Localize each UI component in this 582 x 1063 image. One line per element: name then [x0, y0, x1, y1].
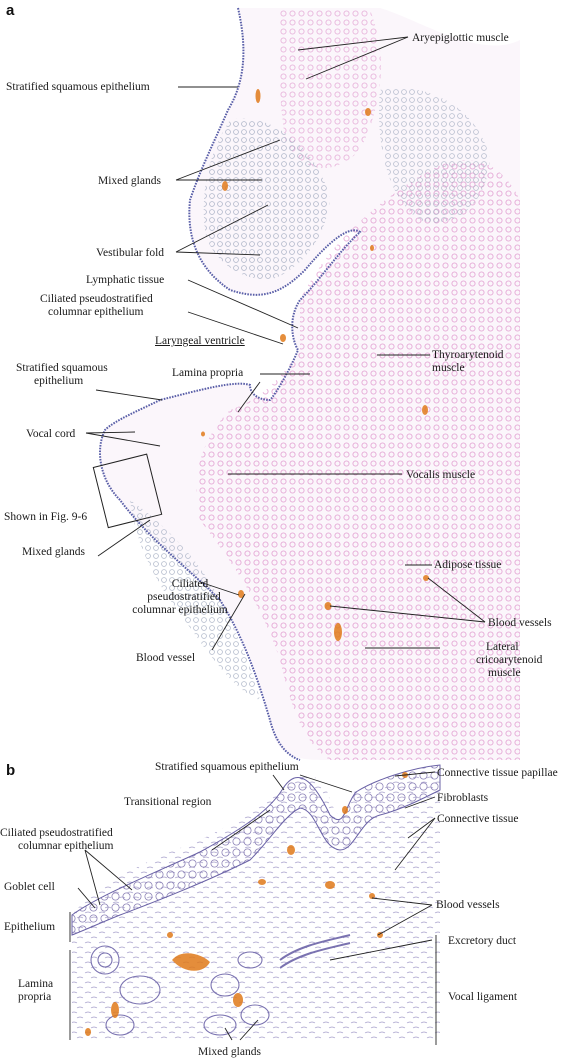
label-mixed-glands-b: Mixed glands: [198, 1046, 261, 1058]
label-blood-vessels-b: Blood vessels: [436, 899, 500, 911]
label-lateral-line3: muscle: [488, 667, 521, 679]
leader-lines-b: [69, 771, 437, 1045]
label-lamina-b-line2: propria: [18, 991, 52, 1003]
leader-lines-a: [85, 36, 486, 651]
label-mixed-glands-top: Mixed glands: [98, 175, 161, 187]
label-ciliated-b-line2: columnar epithelium: [18, 840, 114, 852]
label-lateral-line2: cricoarytenoid: [476, 654, 543, 666]
label-ciliated-2-line3: columnar epithelium: [132, 604, 228, 616]
label-ciliated-2-line1: Ciliated: [171, 578, 209, 590]
label-lamina-propria-a: Lamina propria: [172, 367, 244, 379]
glands-region-low: [130, 500, 260, 700]
label-fibroblasts: Fibroblasts: [437, 792, 489, 804]
label-stratified-b: Stratified squamous epithelium: [155, 761, 299, 773]
glands-region-right: [379, 88, 490, 223]
label-shown-in-fig: Shown in Fig. 9-6: [4, 511, 88, 523]
label-thyroarytenoid-line1: Thyroarytenoid: [432, 349, 504, 361]
thyroarytenoid-region: [196, 160, 520, 760]
label-aryepiglottic-muscle: Aryepiglottic muscle: [412, 32, 509, 44]
blood-vessels-a: [201, 89, 429, 641]
label-ciliated-1-line1: Ciliated pseudostratified: [40, 293, 153, 305]
label-lateral-line1: Lateral: [486, 641, 519, 653]
label-thyroarytenoid-line2: muscle: [432, 362, 465, 374]
panel-a-tissue: [92, 7, 520, 761]
epithelium-line: [99, 7, 362, 761]
label-blood-vessel-a: Blood vessel: [136, 652, 196, 664]
label-ciliated-b-line1: Ciliated pseudostratified: [0, 827, 113, 839]
epithelium-band-b: [71, 764, 441, 936]
label-transitional-region: Transitional region: [124, 796, 212, 808]
label-excretory-duct: Excretory duct: [448, 935, 517, 947]
label-laryngeal-ventricle: Laryngeal ventricle: [155, 335, 245, 347]
shown-in-box: [92, 453, 163, 529]
label-vocal-cord: Vocal cord: [26, 428, 76, 440]
label-connective-papillae: Connective tissue papillae: [437, 767, 558, 779]
label-vocalis-muscle: Vocalis muscle: [406, 469, 476, 481]
label-ciliated-1-line2: columnar epithelium: [48, 306, 144, 318]
label-vocal-ligament: Vocal ligament: [448, 991, 518, 1003]
label-blood-vessels-a: Blood vessels: [488, 617, 552, 629]
glands-b: [90, 934, 351, 1036]
blood-vessels-b: [85, 772, 408, 1036]
label-stratified-mid-line2: epithelium: [34, 375, 84, 387]
label-stratified-mid-line1: Stratified squamous: [16, 362, 108, 374]
label-mixed-glands-low: Mixed glands: [22, 546, 85, 558]
label-ciliated-2-line2: pseudostratified: [147, 591, 221, 603]
label-epithelium: Epithelium: [4, 921, 56, 933]
label-adipose-tissue: Adipose tissue: [434, 559, 502, 571]
panel-letter-a: a: [6, 2, 15, 19]
mixed-glands-region-top: [203, 118, 330, 280]
label-lamina-b-line1: Lamina: [18, 978, 54, 990]
label-connective-tissue: Connective tissue: [437, 813, 519, 825]
panel-b-tissue: [71, 764, 441, 1040]
panel-letter-b: b: [6, 762, 16, 779]
label-stratified-squamous-top: Stratified squamous epithelium: [6, 81, 150, 93]
label-goblet-cell: Goblet cell: [4, 881, 55, 893]
label-vestibular-fold: Vestibular fold: [96, 247, 165, 259]
label-lymphatic-tissue: Lymphatic tissue: [86, 274, 165, 286]
